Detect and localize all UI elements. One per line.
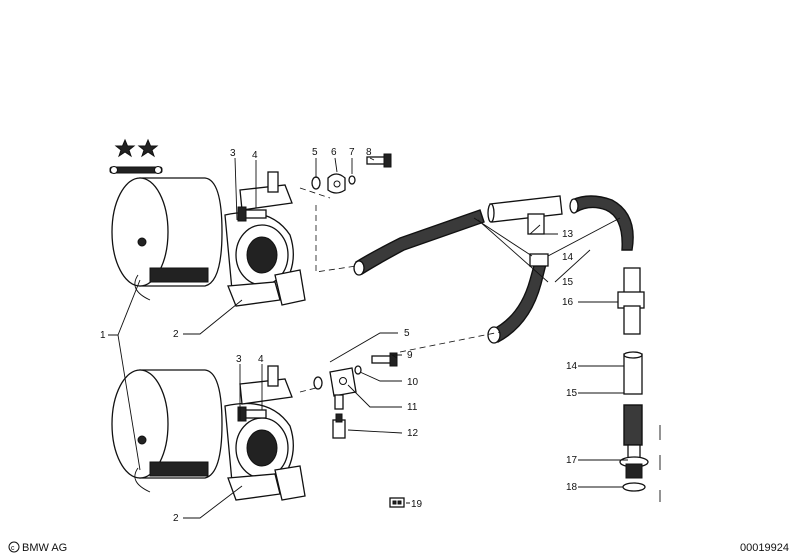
fuel-hoses bbox=[353, 195, 661, 502]
label-17: 17 bbox=[566, 455, 578, 466]
leader-lines bbox=[108, 157, 628, 519]
label-14-right: 14 bbox=[566, 361, 578, 372]
label-3-bottom: 3 bbox=[236, 354, 242, 365]
label-8: 8 bbox=[366, 147, 372, 158]
label-15-top: 15 bbox=[562, 277, 574, 288]
label-2-bottom: 2 bbox=[173, 513, 179, 524]
label-15-right: 15 bbox=[566, 388, 578, 399]
svg-text:c: c bbox=[11, 545, 15, 552]
label-12: 12 bbox=[407, 428, 419, 439]
label-5-bottom: 5 bbox=[404, 328, 410, 339]
equipment-symbol-icon bbox=[109, 138, 163, 174]
small-parts-upper bbox=[311, 153, 392, 194]
copyright-icon bbox=[8, 541, 20, 553]
label-18: 18 bbox=[566, 482, 578, 493]
label-5-top: 5 bbox=[312, 147, 318, 158]
small-parts-lower bbox=[313, 352, 398, 439]
reference-box-icon bbox=[389, 497, 405, 508]
label-7: 7 bbox=[349, 147, 355, 158]
reference-note: 19 bbox=[389, 497, 423, 510]
label-10: 10 bbox=[407, 377, 419, 388]
label-9: 9 bbox=[407, 350, 413, 361]
footer: c BMW AG 00019924 bbox=[8, 541, 789, 554]
part-labels: 1 2 2 3 4 3 4 5 6 7 8 5 9 10 11 12 13 14… bbox=[100, 147, 578, 524]
label-1: 1 bbox=[100, 330, 106, 341]
label-4-bottom: 4 bbox=[258, 354, 264, 365]
label-3-top: 3 bbox=[230, 148, 236, 159]
label-13: 13 bbox=[562, 229, 574, 240]
label-14-top: 14 bbox=[562, 252, 574, 263]
alignment-lines bbox=[299, 187, 501, 393]
label-6: 6 bbox=[331, 147, 337, 158]
copyright-text: BMW AG bbox=[22, 542, 67, 554]
diagram-id: 00019924 bbox=[740, 542, 789, 554]
label-4-top: 4 bbox=[252, 150, 258, 161]
fuel-pump-lower bbox=[111, 365, 306, 501]
reference-number: 19 bbox=[411, 499, 423, 510]
label-2-top: 2 bbox=[173, 329, 179, 340]
label-11: 11 bbox=[407, 402, 418, 413]
label-16: 16 bbox=[562, 297, 574, 308]
fuel-pump-upper bbox=[111, 171, 306, 307]
